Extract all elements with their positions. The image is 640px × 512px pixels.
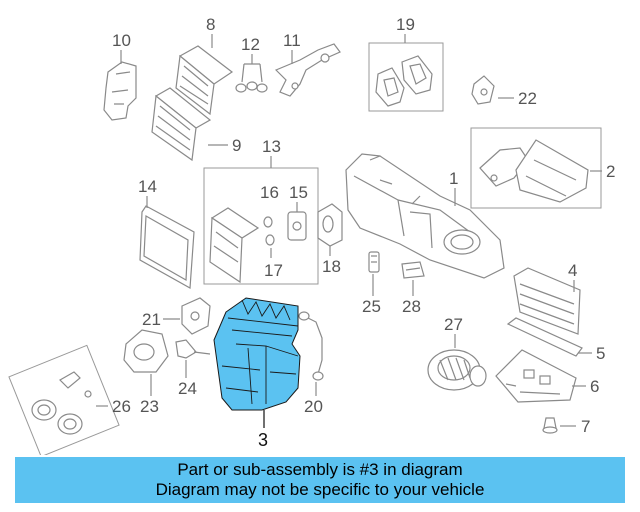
callout-4: 4: [568, 261, 577, 280]
callout-3: 3: [258, 430, 268, 450]
part-2-cover[interactable]: [479, 139, 589, 203]
part-1-hvac-housing[interactable]: [345, 153, 505, 279]
callout-26: 26: [112, 397, 131, 416]
callout-13: 13: [262, 137, 281, 156]
part-12-orings[interactable]: [235, 81, 268, 93]
info-banner: Part or sub-assembly is #3 in diagram Di…: [15, 457, 625, 503]
part-26-ducts[interactable]: [31, 371, 92, 435]
callout-15: 15: [289, 183, 308, 202]
part-28-bracket[interactable]: [401, 261, 425, 279]
callout-23: 23: [140, 397, 159, 416]
part-9-evaporator[interactable]: [151, 87, 212, 162]
part-17-oring[interactable]: [265, 234, 275, 246]
part-4-filter[interactable]: [513, 267, 581, 335]
part-27-blower-motor[interactable]: [427, 349, 487, 391]
callout-27: 27: [444, 315, 463, 334]
part-16-oring[interactable]: [263, 216, 273, 228]
callout-6: 6: [590, 377, 599, 396]
part-21-actuator[interactable]: [181, 297, 211, 335]
part-10-bracket[interactable]: [103, 61, 137, 121]
leader-12: [241, 54, 263, 83]
callout-19: 19: [396, 15, 415, 34]
callout-8: 8: [206, 15, 215, 34]
part-2-group-box: [470, 127, 602, 209]
part-13-heater-core[interactable]: [209, 207, 260, 284]
callout-1: 1: [449, 169, 458, 188]
part-19-gaskets[interactable]: [375, 55, 433, 107]
callout-2: 2: [606, 162, 615, 181]
callout-10: 10: [112, 31, 131, 50]
callout-7: 7: [581, 417, 590, 436]
part-23-motor[interactable]: [123, 329, 169, 373]
callout-17: 17: [264, 261, 283, 280]
part-7-screw[interactable]: [542, 417, 558, 434]
part-25-sensor[interactable]: [368, 251, 380, 273]
callout-14: 14: [138, 177, 157, 196]
callout-16: 16: [260, 183, 279, 202]
part-24-sensor[interactable]: [175, 339, 211, 359]
part-8-filter[interactable]: [175, 45, 234, 116]
callout-28: 28: [402, 297, 421, 316]
callout-25: 25: [362, 297, 381, 316]
part-15-valve[interactable]: [287, 211, 307, 241]
callout-12: 12: [241, 35, 260, 54]
callout-9: 9: [232, 136, 241, 155]
part-22-clip[interactable]: [471, 75, 495, 105]
callout-21: 21: [142, 310, 161, 329]
callout-18: 18: [322, 257, 341, 276]
callout-11: 11: [283, 31, 301, 50]
part-11-pipe[interactable]: [274, 43, 341, 97]
callout-24: 24: [178, 379, 197, 398]
part-3-highlighted-housing[interactable]: [213, 297, 301, 411]
banner-line-2: Diagram may not be specific to your vehi…: [155, 480, 485, 499]
callout-20: 20: [304, 397, 323, 416]
part-26-group-box: [8, 344, 120, 455]
part-5-seal[interactable]: [506, 317, 583, 357]
callout-5: 5: [596, 344, 605, 363]
banner-line-1: Part or sub-assembly is #3 in diagram: [177, 460, 463, 479]
part-6-control-board[interactable]: [495, 349, 577, 403]
callout-22: 22: [518, 89, 537, 108]
parts-diagram: 10 8 12 11 9 19 2: [8, 15, 615, 455]
part-20-hose[interactable]: [298, 311, 324, 381]
part-14-filter[interactable]: [139, 205, 195, 289]
part-18-actuator[interactable]: [317, 203, 343, 247]
part-19-group-box: [368, 42, 444, 112]
